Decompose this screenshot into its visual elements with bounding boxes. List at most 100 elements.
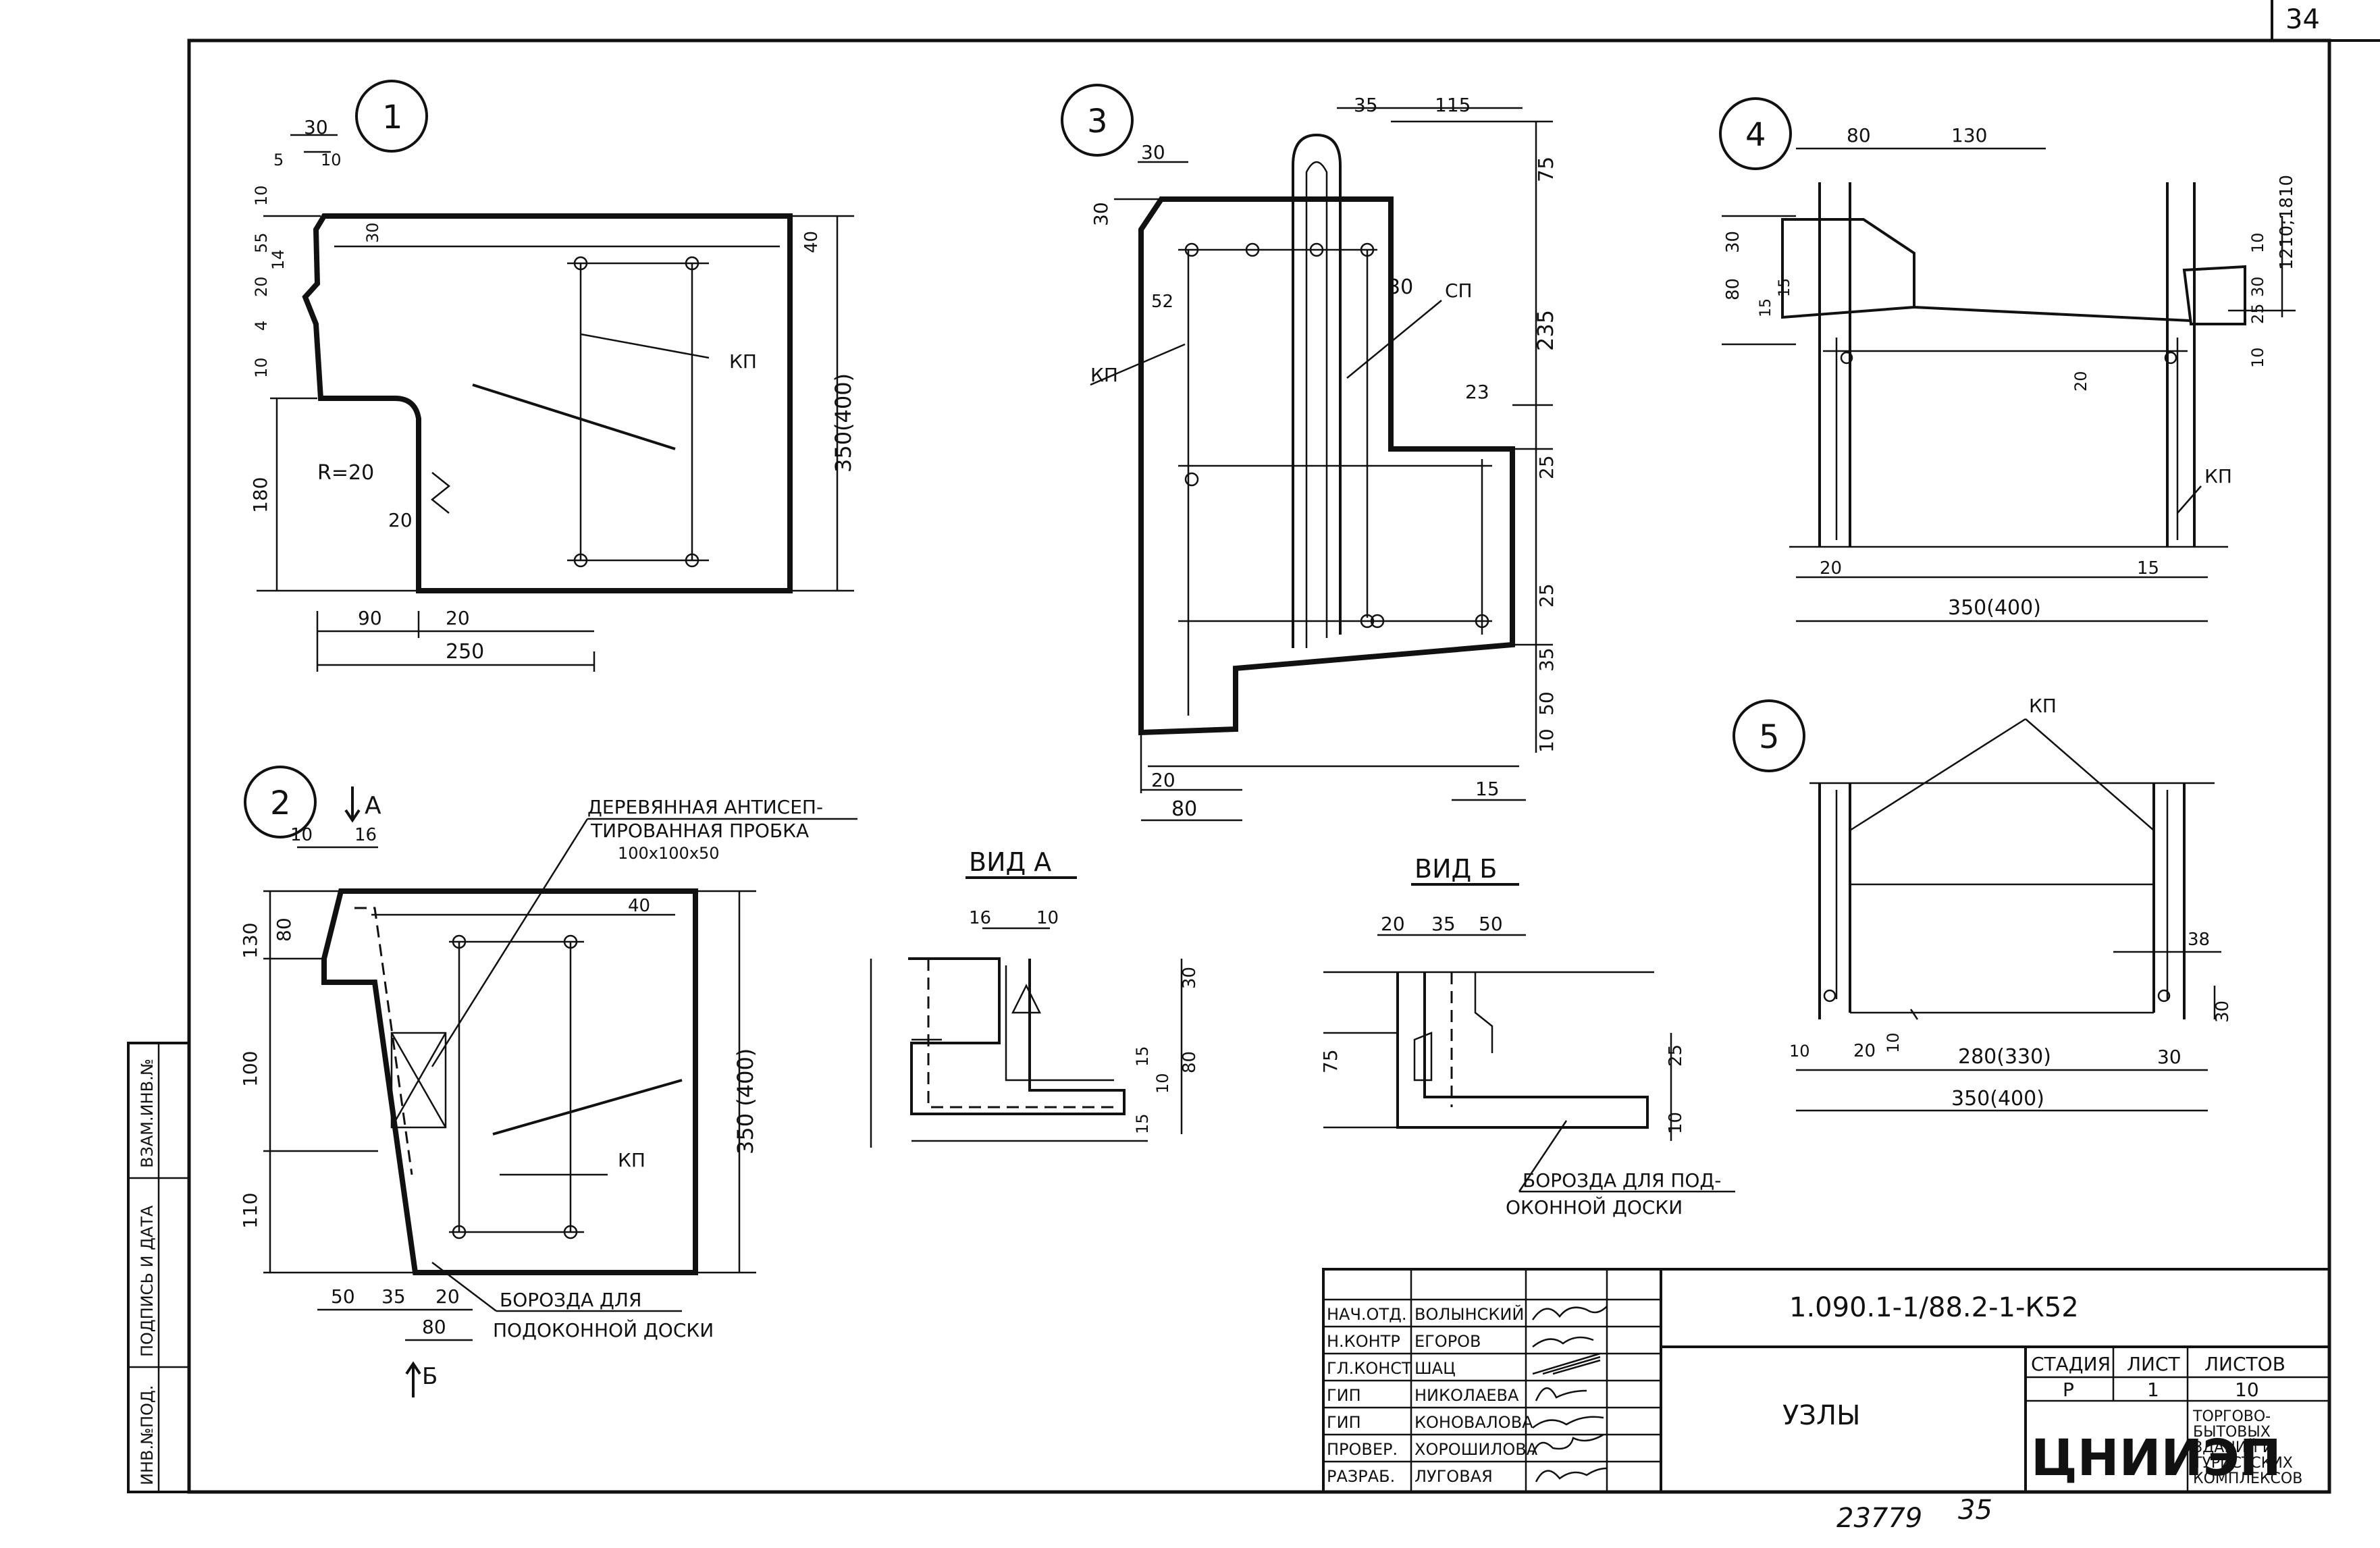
svg-text:ЛИСТОВ: ЛИСТОВ — [2204, 1353, 2285, 1375]
svg-text:350(400): 350(400) — [1951, 1087, 2044, 1111]
svg-text:25: 25 — [1666, 1044, 1686, 1067]
svg-text:15: 15 — [1776, 278, 1793, 297]
annotation-groove-1: БОРОЗДА ДЛЯ ПОДОКОННОЙ ДОСКИ — [431, 1262, 714, 1341]
svg-text:20: 20 — [388, 509, 413, 531]
svg-text:КП: КП — [2029, 695, 2057, 717]
svg-text:ГИП: ГИП — [1327, 1413, 1361, 1432]
inventory-number: 23779 — [1836, 1503, 1922, 1534]
stamp-inv: ИНВ.№ПОД. — [138, 1385, 157, 1485]
svg-text:280(330): 280(330) — [1958, 1045, 2051, 1069]
svg-text:35: 35 — [1354, 94, 1378, 116]
svg-text:50: 50 — [1479, 913, 1503, 935]
svg-text:4: 4 — [252, 321, 271, 331]
svg-text:10: 10 — [1153, 1073, 1172, 1094]
section-arrow-b: Б — [422, 1363, 438, 1390]
svg-text:20: 20 — [446, 607, 470, 629]
node-2-marker — [244, 766, 317, 838]
svg-text:90: 90 — [358, 607, 382, 629]
svg-text:20: 20 — [1820, 558, 1842, 579]
svg-text:30: 30 — [1387, 275, 1413, 299]
svg-text:ТУРИСТСКИХ: ТУРИСТСКИХ — [2192, 1455, 2293, 1472]
svg-text:КОНОВАЛОВА: КОНОВАЛОВА — [1414, 1413, 1533, 1432]
svg-text:35: 35 — [381, 1285, 406, 1308]
svg-text:НИКОЛАЕВА: НИКОЛАЕВА — [1414, 1386, 1519, 1405]
svg-text:30: 30 — [2213, 1000, 2233, 1023]
drawing-title: УЗЛЫ — [1782, 1400, 1860, 1431]
svg-text:10: 10 — [1789, 1042, 1810, 1061]
svg-text:СП: СП — [1445, 279, 1473, 302]
svg-text:25: 25 — [2248, 303, 2267, 324]
svg-text:10: 10 — [2248, 347, 2267, 368]
svg-text:15: 15 — [1133, 1046, 1152, 1067]
svg-text:10: 10 — [252, 357, 271, 378]
svg-text:10: 10 — [1036, 908, 1059, 928]
svg-text:ОКОННОЙ ДОСКИ: ОКОННОЙ ДОСКИ — [1506, 1196, 1683, 1219]
svg-text:ВОЛЫНСКИЙ: ВОЛЫНСКИЙ — [1414, 1304, 1524, 1324]
node-4-number: 4 — [1745, 116, 1766, 154]
node-1-number: 1 — [382, 99, 403, 136]
svg-text:100х100х50: 100х100х50 — [618, 844, 720, 863]
annotation-groove-2: БОРОЗДА ДЛЯ ПОД- ОКОННОЙ ДОСКИ — [1506, 1120, 1735, 1219]
svg-text:20: 20 — [1151, 769, 1175, 791]
node-3-number: 3 — [1087, 103, 1108, 140]
svg-text:1210;1810: 1210;1810 — [2277, 175, 2297, 270]
svg-text:1: 1 — [2147, 1379, 2159, 1401]
drawing-code: 1.090.1-1/88.2-1-К52 — [1789, 1292, 2079, 1323]
svg-text:10: 10 — [2235, 1379, 2259, 1401]
svg-text:23: 23 — [1465, 381, 1489, 403]
svg-text:КП: КП — [618, 1149, 645, 1171]
svg-text:25: 25 — [1535, 583, 1558, 608]
svg-text:15: 15 — [1133, 1113, 1152, 1134]
svg-text:R=20: R=20 — [317, 461, 374, 485]
svg-text:30: 30 — [304, 116, 328, 138]
svg-text:80: 80 — [422, 1316, 446, 1338]
svg-text:БОРОЗДА ДЛЯ ПОД-: БОРОЗДА ДЛЯ ПОД- — [1523, 1169, 1721, 1192]
svg-text:100: 100 — [239, 1051, 261, 1087]
svg-text:НАЧ.ОТД.: НАЧ.ОТД. — [1327, 1305, 1406, 1324]
svg-text:75: 75 — [1535, 157, 1558, 182]
svg-text:Н.КОНТР: Н.КОНТР — [1327, 1332, 1400, 1351]
svg-text:30: 30 — [1723, 231, 1743, 253]
svg-text:ХОРОШИЛОВА: ХОРОШИЛОВА — [1414, 1440, 1538, 1459]
svg-text:БЫТОВЫХ: БЫТОВЫХ — [2193, 1424, 2271, 1441]
svg-text:80: 80 — [1180, 1051, 1200, 1073]
svg-text:ЗДАНИЙ И: ЗДАНИЙ И — [2193, 1439, 2273, 1456]
title-block: НАЧ.ОТД. ВОЛЫНСКИЙ Н.КОНТР ЕГОРОВ ГЛ.КОН… — [1322, 1268, 2331, 1493]
svg-text:30: 30 — [1180, 967, 1200, 989]
svg-text:30: 30 — [2248, 276, 2267, 297]
svg-text:30: 30 — [2157, 1046, 2181, 1068]
svg-text:КП: КП — [729, 350, 757, 373]
svg-text:75: 75 — [1319, 1049, 1342, 1073]
node-3-marker — [1061, 84, 1134, 157]
svg-text:52: 52 — [1151, 292, 1173, 312]
svg-text:16: 16 — [969, 908, 991, 928]
view-b-title: ВИД Б — [1414, 854, 1497, 884]
svg-text:115: 115 — [1435, 94, 1471, 116]
svg-text:РАЗРАБ.: РАЗРАБ. — [1327, 1467, 1395, 1486]
svg-text:40: 40 — [801, 231, 822, 253]
svg-text:Р: Р — [2063, 1379, 2074, 1401]
svg-text:35: 35 — [1535, 647, 1558, 672]
svg-text:350 (400): 350 (400) — [733, 1048, 758, 1154]
org-logo: ЦНИИЭП — [2031, 1429, 2281, 1487]
svg-text:СТАДИЯ: СТАДИЯ — [2031, 1353, 2111, 1375]
svg-text:ПРОВЕР.: ПРОВЕР. — [1327, 1440, 1398, 1459]
svg-text:130: 130 — [1951, 124, 1987, 146]
svg-text:10: 10 — [2248, 232, 2267, 253]
section-arrow-a: А — [365, 792, 381, 820]
node-2: 2 А 10 16 80 130 100 110 50 3 — [239, 766, 758, 1397]
svg-text:20: 20 — [1381, 913, 1405, 935]
svg-text:50: 50 — [1535, 691, 1558, 716]
svg-text:10: 10 — [1884, 1032, 1903, 1053]
svg-text:350(400): 350(400) — [1948, 596, 2041, 620]
svg-text:50: 50 — [331, 1285, 355, 1308]
svg-text:ТОРГОВО-: ТОРГОВО- — [2192, 1408, 2271, 1425]
svg-text:40: 40 — [628, 896, 650, 916]
node-5-marker — [1733, 699, 1805, 772]
node-2-number: 2 — [270, 784, 291, 822]
svg-text:80: 80 — [1723, 278, 1743, 300]
svg-text:55: 55 — [252, 232, 271, 253]
view-a-title: ВИД А — [969, 847, 1051, 877]
svg-text:БОРОЗДА ДЛЯ: БОРОЗДА ДЛЯ — [500, 1289, 641, 1311]
svg-text:180: 180 — [249, 477, 271, 513]
